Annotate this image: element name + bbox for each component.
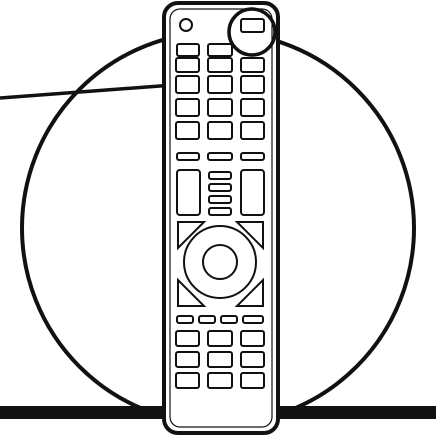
bottom-button-grid [176, 331, 264, 388]
bottom-button[interactable] [241, 373, 264, 388]
keypad-button[interactable] [208, 76, 232, 93]
power-button[interactable] [241, 19, 264, 32]
bottom-button[interactable] [176, 352, 199, 367]
bottom-button[interactable] [176, 373, 199, 388]
ok-button[interactable] [203, 245, 237, 279]
keypad-button[interactable] [176, 122, 199, 139]
keypad-button[interactable] [208, 58, 232, 72]
thin-button[interactable] [177, 153, 199, 160]
number-keypad [176, 58, 264, 139]
thin-button-row [177, 153, 264, 160]
bottom-button[interactable] [208, 373, 232, 388]
keypad-button[interactable] [241, 76, 264, 93]
small-button[interactable] [243, 316, 263, 323]
bottom-button[interactable] [208, 331, 232, 346]
volume-rocker[interactable] [177, 170, 200, 215]
bottom-button[interactable] [241, 331, 264, 346]
small-button[interactable] [199, 316, 215, 323]
keypad-button[interactable] [208, 99, 232, 116]
top-button[interactable] [177, 44, 199, 56]
thin-button[interactable] [241, 153, 264, 160]
bottom-button[interactable] [208, 352, 232, 367]
channel-rocker[interactable] [241, 170, 264, 215]
small-button[interactable] [177, 316, 193, 323]
thin-button[interactable] [208, 153, 232, 160]
menu-button[interactable] [209, 184, 231, 191]
keypad-button[interactable] [176, 99, 199, 116]
keypad-button[interactable] [241, 122, 264, 139]
keypad-button[interactable] [241, 99, 264, 116]
keypad-button[interactable] [208, 122, 232, 139]
keypad-button[interactable] [241, 58, 264, 72]
top-button[interactable] [208, 44, 232, 56]
menu-button[interactable] [209, 172, 231, 179]
indicator-light-icon [180, 19, 192, 31]
menu-button[interactable] [209, 196, 231, 203]
small-button[interactable] [221, 316, 237, 323]
keypad-button[interactable] [176, 76, 199, 93]
bottom-button[interactable] [176, 331, 199, 346]
menu-button[interactable] [209, 208, 231, 215]
bottom-button[interactable] [241, 352, 264, 367]
navigation-cluster [178, 222, 263, 306]
keypad-button[interactable] [176, 58, 199, 72]
